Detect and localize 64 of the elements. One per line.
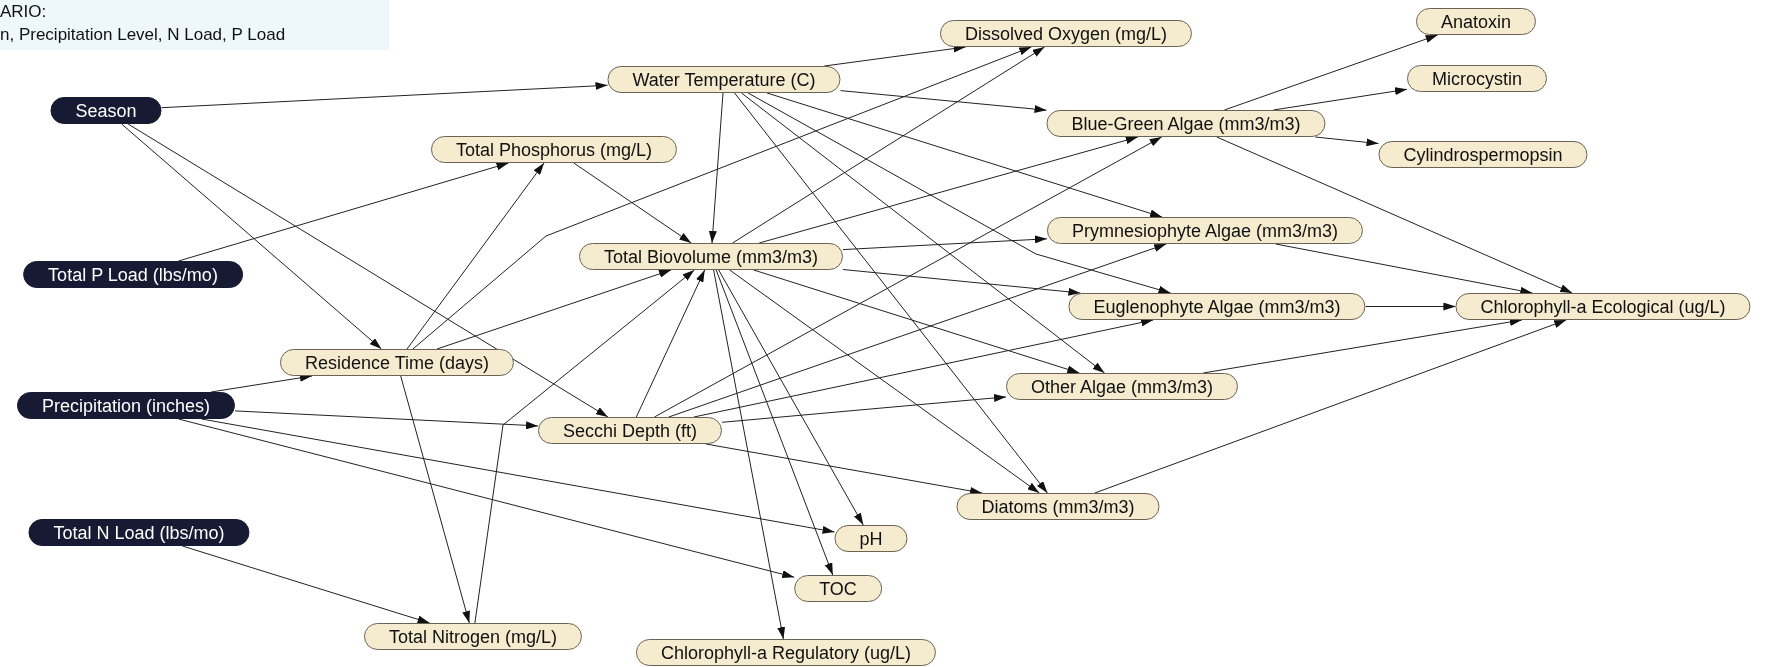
variable-node: pH: [834, 525, 908, 552]
variable-node: Total Nitrogen (mg/L): [363, 623, 583, 650]
variable-node: Other Algae (mm3/m3): [1005, 373, 1239, 400]
variable-node: Euglenophyte Algae (mm3/m3): [1068, 293, 1366, 320]
input-node: Total N Load (lbs/mo): [28, 519, 250, 546]
arrow: [1314, 136, 1379, 147]
input-node: Total P Load (lbs/mo): [23, 261, 243, 288]
arrow: [1223, 34, 1439, 111]
arrow: [161, 81, 608, 109]
arrow: [635, 269, 706, 418]
variable-node: Prymnesiophyte Algae (mm3/m3): [1046, 217, 1364, 244]
arrow: [729, 269, 1040, 494]
variable-node: Water Temperature (C): [607, 66, 841, 93]
arrow: [758, 136, 1139, 244]
arrow: [181, 545, 431, 624]
arrow: [406, 162, 545, 350]
input-node: Season: [50, 97, 162, 124]
arrow: [842, 269, 1081, 296]
variable-node: Total Biovolume (mm3/m3): [578, 243, 844, 270]
arrow: [1365, 302, 1456, 311]
arrow: [753, 269, 1080, 374]
variable-node: Blue-Green Algae (mm3/m3): [1046, 110, 1326, 137]
arrow: [178, 162, 509, 262]
arrow: [127, 123, 609, 418]
arrow: [474, 269, 695, 624]
arrow: [412, 46, 1032, 350]
note-text: ARIO:: [0, 2, 47, 22]
arrow: [718, 269, 864, 526]
arrow: [715, 269, 834, 576]
variable-node: Total Phosphorus (mg/L): [430, 136, 678, 163]
arrow: [178, 418, 795, 579]
variable-node: Chlorophyll-a Ecological (ug/L): [1455, 293, 1751, 320]
variable-node: Cylindrospermopsin: [1378, 141, 1588, 168]
input-node: Precipitation (inches): [16, 392, 236, 419]
arrow: [653, 136, 1163, 418]
arrow: [708, 92, 724, 244]
arrow: [734, 92, 1048, 494]
variable-node: TOC: [794, 575, 882, 602]
arrow: [732, 46, 1045, 244]
arrow: [400, 375, 470, 624]
variable-node: Chlorophyll-a Regulatory (ug/L): [635, 639, 937, 666]
arrow: [713, 269, 786, 640]
arrow: [668, 243, 1167, 418]
variable-node: Microcystin: [1407, 65, 1547, 92]
arrow: [121, 123, 382, 350]
arrow: [234, 410, 539, 430]
variable-node: Secchi Depth (ft): [537, 417, 723, 444]
arrow: [1094, 319, 1567, 494]
arrow: [693, 318, 1154, 418]
arrow: [741, 92, 1105, 374]
arrow: [747, 92, 1171, 294]
variable-node: Anatoxin: [1415, 8, 1537, 35]
variable-node: Residence Time (days): [279, 349, 515, 376]
arrow: [840, 90, 1047, 114]
arrow: [842, 235, 1048, 251]
variable-node: Diatoms (mm3/m3): [956, 493, 1160, 520]
arrow: [1216, 136, 1573, 294]
arrow: [721, 394, 1007, 423]
note-text: n, Precipitation Level, N Load, P Load: [0, 25, 286, 45]
arrow: [436, 269, 672, 350]
arrow: [1275, 243, 1533, 295]
variable-node: Dissolved Oxygen (mg/L): [939, 20, 1193, 47]
arrow: [573, 162, 692, 244]
arrow: [766, 92, 1163, 218]
